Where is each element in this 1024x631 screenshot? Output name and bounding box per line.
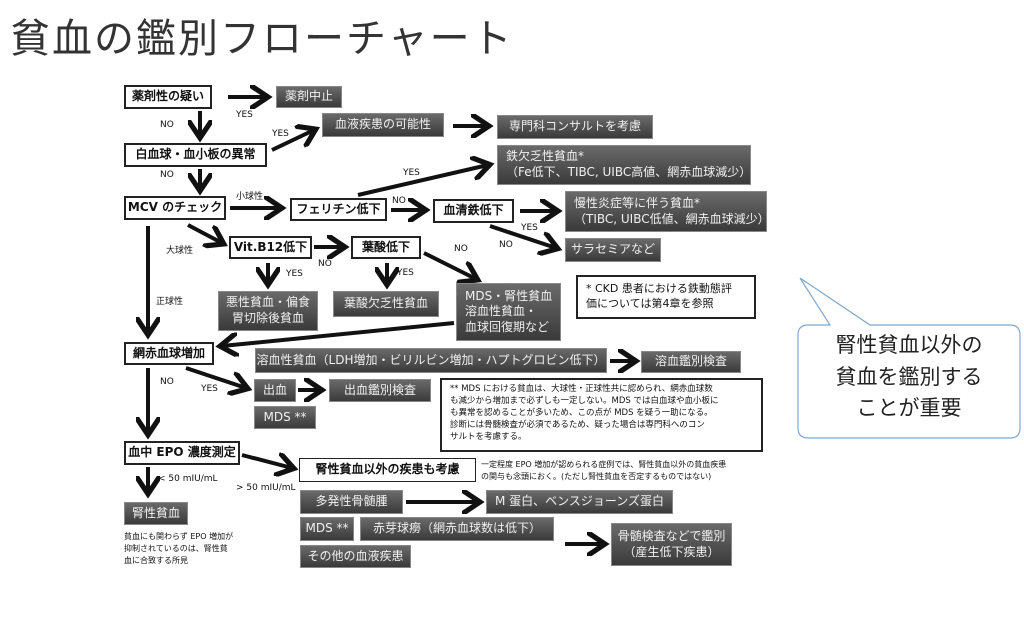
edge-label-no: NO: [160, 170, 174, 180]
node-pernicious: 悪性貧血・偏食 胃切除後貧血: [218, 291, 318, 331]
edge-label-gt50: > 50 mIU/mL: [236, 483, 296, 493]
node-ferritin: フェリチン低下: [290, 198, 387, 221]
edge-label-microcytic: 小球性: [236, 192, 264, 202]
node-epo: 血中 EPO 濃度測定: [124, 441, 240, 465]
node-mds-renal: MDS・腎性貧血 溶血性貧血・ 血球回復期など: [456, 283, 561, 341]
node-marrow-test: 骨髄検査などで鑑別 （産生低下疾患）: [611, 523, 732, 566]
node-blood-disease: 血液疾患の可能性: [322, 113, 444, 137]
node-mds: MDS **: [254, 406, 316, 429]
edge-label-lt50: < 50 mIU/mL: [158, 474, 218, 484]
node-vitb12: Vit.B12低下: [229, 236, 312, 259]
edge-label-no: NO: [160, 377, 174, 387]
edge-label-yes: YES: [403, 168, 420, 178]
node-myeloma: 多発性骨髄腫: [300, 490, 403, 514]
edge-label-yes: YES: [286, 269, 303, 279]
node-bleeding: 出血: [254, 379, 296, 402]
edge-label-yes: YES: [521, 223, 538, 233]
node-iron-def: 鉄欠乏性貧血* （Fe低下、TIBC, UIBC高値、網赤血球減少）: [497, 145, 751, 185]
note-ckd: * CKD 患者における鉄動態評 価については第4章を参照: [576, 275, 756, 319]
node-folate: 葉酸低下: [351, 236, 421, 259]
edge-label-macrocytic: 大球性: [166, 246, 194, 256]
node-drug-suspect: 薬剤性の疑い: [124, 85, 212, 109]
edge-label-no: NO: [499, 240, 513, 250]
edge-label-no: NO: [160, 120, 174, 130]
node-pure-red-cell: 赤芽球癆（網赤血球数は低下）: [360, 517, 554, 541]
node-renal-anemia: 腎性貧血: [124, 502, 188, 525]
node-serum-iron: 血清鉄低下: [433, 199, 514, 223]
note-renal-small: 貧血にも関わらず EPO 増加が 抑制されているのは、腎性貧 血に合致する所見: [124, 532, 234, 565]
node-thalassemia: サラセミアなど: [565, 238, 661, 262]
edge-label-normocytic: 正球性: [156, 297, 184, 307]
node-other-blood: その他の血液疾患: [300, 545, 411, 568]
edge-label-no: NO: [318, 259, 332, 269]
node-folate-def: 葉酸欠乏性貧血: [333, 291, 439, 317]
node-consult: 専門科コンサルトを考慮: [497, 115, 653, 139]
node-m-protein: M 蛋白、ベンスジョーンズ蛋白: [486, 490, 673, 514]
edge-label-yes: YES: [201, 384, 218, 394]
node-hemolytic: 溶血性貧血（LDH増加・ビリルビン増加・ハプトグロビン低下）: [255, 348, 607, 373]
slide-title: 貧血の鑑別フローチャート: [10, 16, 514, 62]
edge-label-no: NO: [392, 196, 406, 206]
note-epo-side: 一定程度 EPO 増加が認められる症例では、腎性貧血以外の貧血疾患 の関与も念頭…: [481, 460, 727, 481]
note-mds: ** MDS における貧血は、大球性・正球性共に認められ、網赤血球数 も減少から…: [440, 378, 763, 452]
node-mds-2: MDS **: [300, 517, 354, 541]
callout-bubble: [797, 277, 1021, 439]
node-bleeding-test: 出血鑑別検査: [329, 379, 431, 402]
edge-label-yes: YES: [397, 268, 414, 278]
node-wbc-plt: 白血球・血小板の異常: [124, 143, 267, 167]
node-drug-stop: 薬剤中止: [276, 86, 342, 108]
edge-label-yes: YES: [272, 129, 289, 139]
node-retic: 網赤血球増加: [124, 342, 214, 365]
node-other-than-renal: 腎性貧血以外の疾患も考慮: [299, 458, 476, 482]
edge-label-yes: YES: [236, 110, 253, 120]
node-hemolysis-test: 溶血鑑別検査: [641, 351, 741, 373]
node-chronic: 慢性炎症等に伴う貧血* （TIBC, UIBC低値、網赤血球減少）: [565, 191, 770, 232]
callout-text: 腎性貧血以外の 貧血を鑑別する ことが重要: [835, 333, 983, 420]
node-mcv: MCV のチェック: [124, 196, 226, 220]
edge-label-no: NO: [454, 244, 468, 254]
